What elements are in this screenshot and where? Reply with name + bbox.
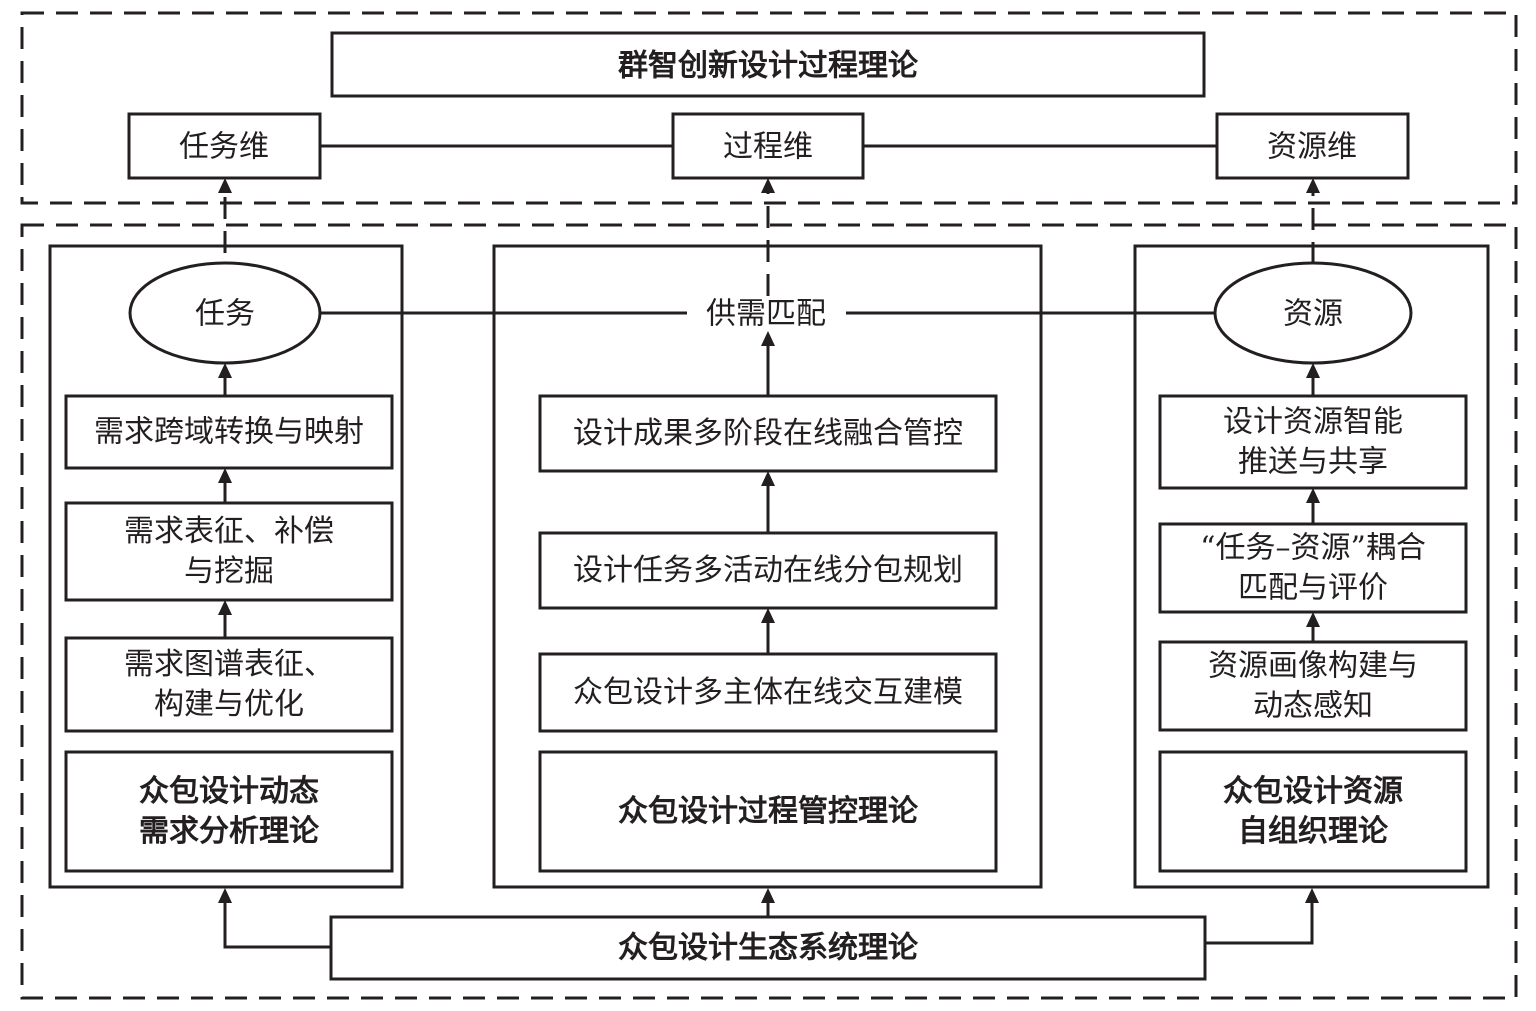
resource-step-text-line: “任务–资源”耦合 — [1200, 531, 1426, 566]
process-step-node[interactable]: 设计任务多活动在线分包规划 — [538, 531, 998, 610]
resource-step-text-line: 动态感知 — [1253, 689, 1373, 724]
ecosystem-task-arrowhead — [218, 888, 232, 903]
process-dimension-arrowhead — [761, 178, 775, 193]
process-dimension-label: 过程维 — [723, 130, 813, 165]
theory-title-text: 群智创新设计过程理论 — [618, 49, 919, 84]
task-ellipse-node[interactable]: 任务 — [128, 261, 322, 365]
ecosystem-theory-label: 众包设计生态系统理论 — [618, 931, 919, 966]
bottom-dashed-frame — [20, 223, 1518, 1000]
process-step-text-line: 设计任务多活动在线分包规划 — [573, 553, 963, 588]
resource-step-text-line: 匹配与评价 — [1238, 571, 1388, 606]
task-foundation-text-line: 众包设计动态 — [139, 774, 319, 809]
process-step1-to-top-arrowhead — [761, 331, 775, 346]
process-step-node[interactable]: 众包设计多主体在线交互建模 — [538, 652, 998, 733]
process-foundation-text-line: 众包设计过程管控理论 — [618, 794, 919, 829]
process-step2-to-step1-arrowhead — [761, 471, 775, 486]
task-step-text-line: 需求表征、补偿 — [124, 514, 334, 549]
task-step-text-line: 与挖掘 — [184, 554, 274, 589]
ecosystem-to-task-connector — [223, 902, 331, 949]
task-step2-to-step1-arrowhead — [218, 468, 232, 483]
top-dashed-frame — [20, 11, 1518, 205]
resource-dimension-node[interactable]: 资源维 — [1215, 112, 1410, 180]
resource-foundation-text-line: 众包设计资源 — [1223, 774, 1403, 809]
resource-step-text-line: 资源画像构建与 — [1208, 649, 1418, 684]
task-dimension-node[interactable]: 任务维 — [127, 112, 322, 180]
resource-ellipse-node[interactable]: 资源 — [1213, 261, 1413, 365]
theory-title-node[interactable]: 群智创新设计过程理论 — [330, 31, 1206, 98]
resource-step2-to-step1-arrowhead — [1306, 488, 1320, 503]
ecosystem-resource-arrowhead — [1305, 888, 1319, 903]
process-dimension-node[interactable]: 过程维 — [671, 112, 865, 180]
resource-step3-to-step2-arrowhead — [1306, 612, 1320, 627]
resource-foundation-text-line: 自组织理论 — [1238, 814, 1389, 849]
task-dimension-arrowhead — [218, 178, 232, 193]
resource-dimension-arrowhead — [1306, 178, 1320, 193]
resource-step-text-line: 推送与共享 — [1238, 445, 1388, 480]
task-step1-to-top-arrowhead — [218, 363, 232, 378]
process-step3-to-step2-arrowhead — [761, 608, 775, 623]
task-step3-to-step2-arrowhead — [218, 600, 232, 615]
steps-layer: 需求跨域转换与映射需求表征、补偿与挖掘需求图谱表征、构建与优化众包设计动态需求分… — [64, 331, 1468, 873]
task-step-text-line: 需求图谱表征、 — [124, 647, 334, 682]
task-step-text-line: 需求跨域转换与映射 — [94, 415, 364, 450]
task-ellipse-label: 任务 — [195, 297, 255, 332]
task-step-text-line: 构建与优化 — [154, 687, 304, 722]
resource-step-text-line: 设计资源智能 — [1223, 405, 1403, 440]
task-step-node[interactable]: 需求图谱表征、构建与优化 — [64, 636, 394, 733]
ecosystem-to-resource-connector — [1205, 902, 1314, 945]
process-step-text-line: 众包设计多主体在线交互建模 — [573, 675, 963, 710]
task-dimension-label: 任务维 — [179, 130, 269, 165]
task-step-node[interactable]: 需求跨域转换与映射 — [64, 394, 394, 470]
process-step-node[interactable]: 设计成果多阶段在线融合管控 — [538, 394, 998, 473]
task-foundation-text-line: 需求分析理论 — [139, 814, 320, 849]
ecosystem-process-arrowhead — [761, 888, 775, 903]
resource-step1-to-top-arrowhead — [1306, 363, 1320, 378]
ecosystem-theory-node[interactable]: 众包设计生态系统理论 — [329, 915, 1207, 981]
supply-demand-match-label[interactable]: 供需匹配 — [706, 297, 826, 332]
process-foundation-theory-node[interactable]: 众包设计过程管控理论 — [538, 750, 998, 873]
process-step-text-line: 设计成果多阶段在线融合管控 — [573, 416, 963, 451]
resource-ellipse-label: 资源 — [1283, 297, 1343, 332]
resource-dimension-label: 资源维 — [1267, 130, 1357, 165]
